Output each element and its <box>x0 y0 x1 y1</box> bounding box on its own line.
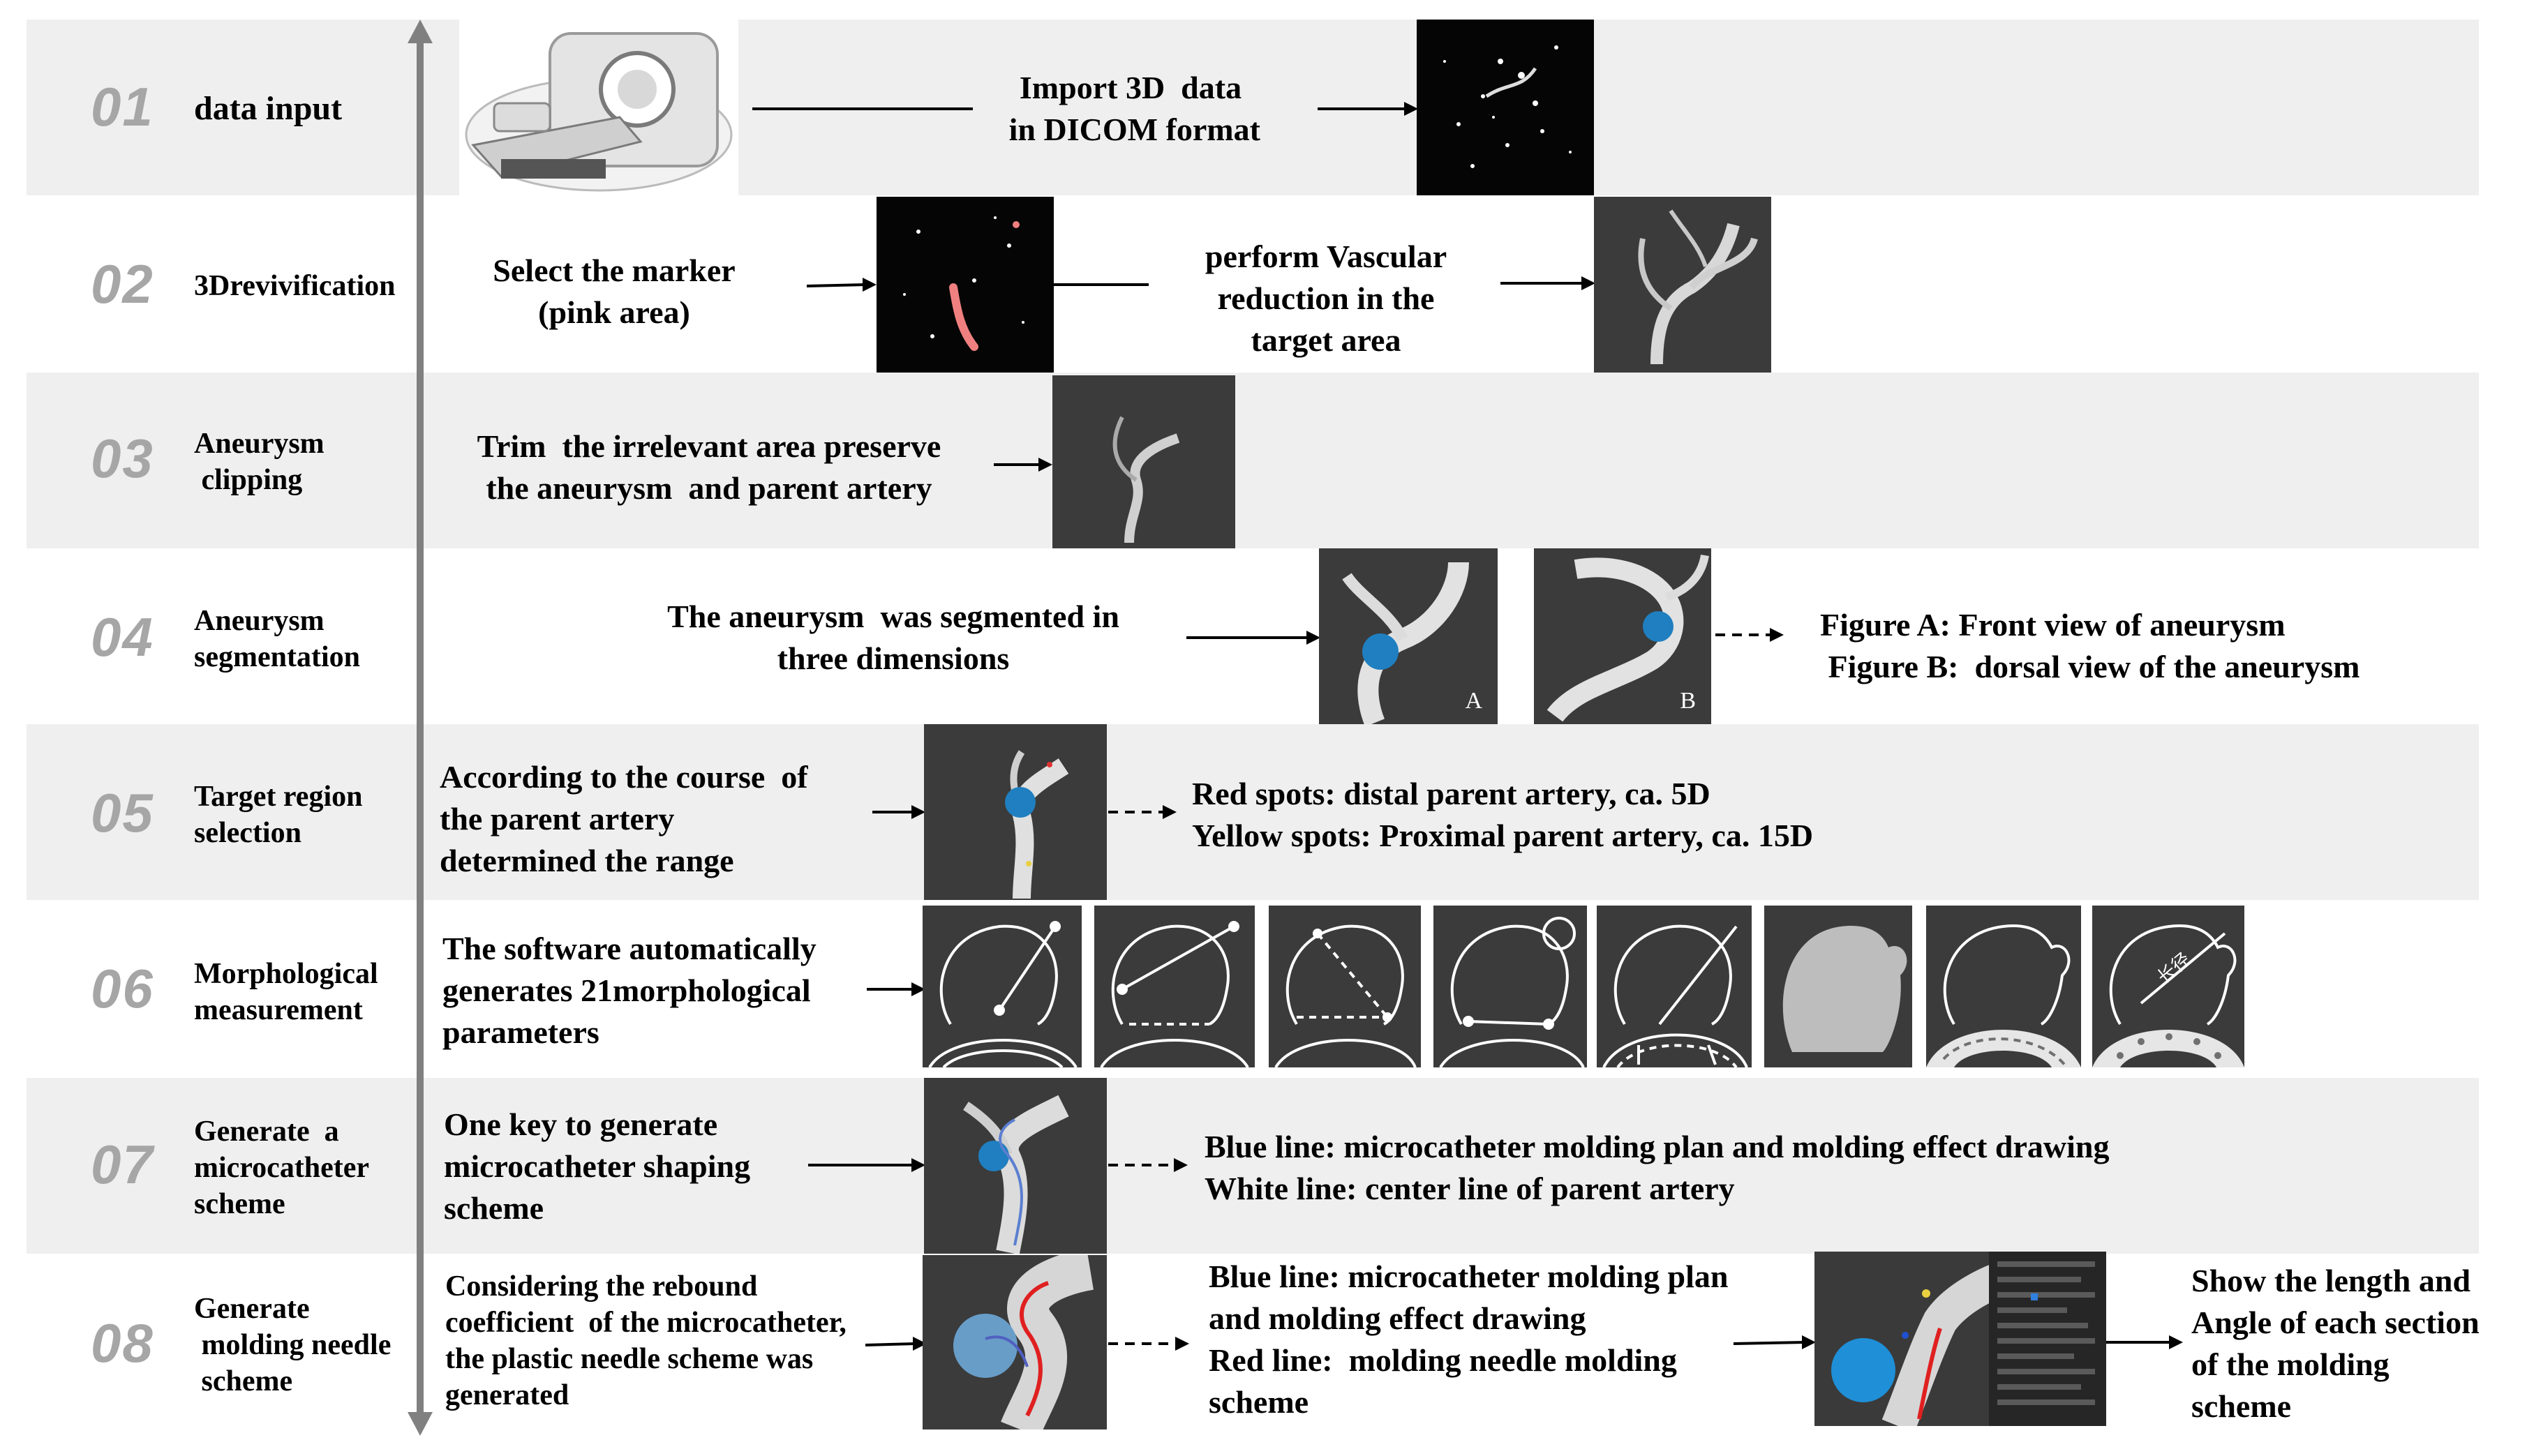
morph-diagram-8: 长径 <box>2092 906 2244 1067</box>
figure-b-dorsal-view: B <box>1534 548 1711 724</box>
step-number-07: 07 <box>91 1134 154 1195</box>
figure-a-front-view: A <box>1319 548 1498 724</box>
row01-line-1 <box>752 107 973 110</box>
row02-reduction-text: perform Vascular reduction in the target… <box>1205 239 1447 358</box>
step-name-08: Generate molding needle scheme <box>194 1293 392 1397</box>
software-screenshot-image <box>1814 1252 2106 1426</box>
row08-show-text: Show the length and Angle of each sectio… <box>2191 1263 2480 1424</box>
vascular-reduction-image <box>1594 197 1771 373</box>
row02-marker-text: Select the marker (pink area) <box>493 253 736 330</box>
step-number-04: 04 <box>91 606 154 668</box>
row-band-01 <box>27 20 2479 195</box>
step-name-04: Aneurysm segmentation <box>194 605 360 673</box>
morph-diagram-5 <box>1597 906 1752 1067</box>
morph-diagram-6 <box>1764 906 1912 1067</box>
row04-figures-text: Figure A: Front view of aneurysm Figure … <box>1820 607 2360 684</box>
step-number-08: 08 <box>91 1312 154 1374</box>
step-number-06: 06 <box>91 958 154 1019</box>
step-name-02: 3Drevivification <box>194 270 396 302</box>
row07-lines-text: Blue line: microcatheter molding plan an… <box>1205 1129 2110 1206</box>
step-name-03: Aneurysm clipping <box>194 428 325 496</box>
row-band-03 <box>27 373 2479 548</box>
dicom-scan-image <box>1417 20 1594 195</box>
row03-trim-text: Trim the irrelevant area preserve the an… <box>477 428 941 506</box>
row-band-05 <box>27 724 2479 900</box>
row06-software-text: The software automatically generates 21m… <box>442 931 817 1050</box>
clipped-vessel-image <box>1052 375 1235 548</box>
row08-lines-text: Blue line: microcatheter molding plan an… <box>1209 1259 1729 1420</box>
figure-a-label: A <box>1465 688 1482 714</box>
row04-segmented-text: The aneurysm was segmented in three dime… <box>667 599 1119 676</box>
step-number-05: 05 <box>91 782 154 843</box>
molding-needle-image <box>923 1255 1107 1429</box>
row07-onekey-text: One key to generate microcatheter shapin… <box>444 1106 751 1226</box>
step-name-07: Generate a microcatheter scheme <box>194 1116 370 1220</box>
morph-diagram-4 <box>1433 906 1587 1067</box>
morph-diagram-2 <box>1094 906 1255 1067</box>
row-band-07 <box>27 1078 2479 1254</box>
row08-considering-text: Considering the rebound coefficient of t… <box>445 1270 847 1411</box>
figure-b-label: B <box>1680 688 1696 714</box>
step-number-02: 02 <box>91 253 154 315</box>
step-name-01: data input <box>194 90 343 127</box>
row05-spots-text: Red spots: distal parent artery, ca. 5D … <box>1192 776 1814 853</box>
morph-diagram-3 <box>1269 906 1421 1067</box>
marker-scan-image <box>877 197 1054 373</box>
ct-scanner-image <box>459 20 738 195</box>
microcatheter-scheme-image <box>924 1078 1107 1254</box>
step-name-05: Target region selection <box>194 781 363 849</box>
target-region-image <box>924 724 1107 900</box>
morph-diagram-7 <box>1926 906 2081 1067</box>
morph-diagram-1 <box>923 906 1082 1067</box>
row01-import-text: Import 3D data in DICOM format <box>1008 70 1260 147</box>
step-number-01: 01 <box>91 76 154 137</box>
row05-course-text: According to the course of the parent ar… <box>440 759 808 878</box>
step-number-03: 03 <box>91 428 154 489</box>
step-name-06: Morphological measurement <box>194 958 378 1026</box>
row02-line-2 <box>1054 283 1149 286</box>
